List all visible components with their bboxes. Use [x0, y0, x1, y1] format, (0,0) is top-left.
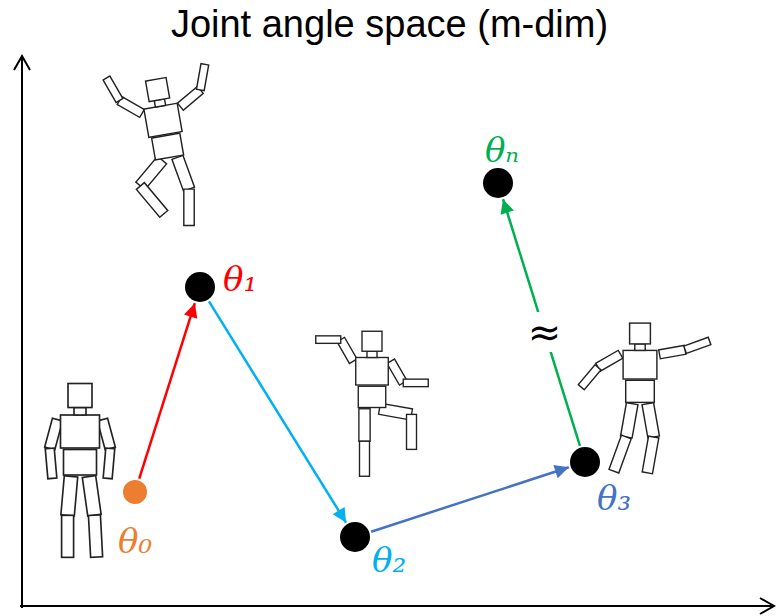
transition-arrow — [503, 199, 580, 446]
robot-figure — [313, 324, 432, 476]
axes — [14, 56, 774, 614]
point-dot — [185, 272, 215, 302]
state-point: θ₂ — [340, 522, 370, 552]
point-dot — [185, 272, 215, 302]
point-dot — [570, 447, 600, 477]
point-dot — [340, 522, 370, 552]
point-dot — [483, 168, 513, 198]
state-point: θ₃ — [570, 447, 600, 477]
point-dot — [340, 522, 370, 552]
transition-arrow — [139, 303, 195, 478]
robot-figure — [93, 55, 245, 240]
x-axis — [20, 605, 774, 607]
state-label: θₙ — [485, 133, 519, 167]
point-dot — [483, 168, 513, 198]
state-label: θ₀ — [118, 524, 152, 558]
state-label: θ₂ — [372, 543, 406, 577]
axis-arrowhead — [760, 598, 774, 614]
point-dot — [123, 480, 147, 504]
transition-arrow — [209, 301, 346, 522]
transition-arrow — [371, 467, 569, 531]
robot-figure — [37, 384, 123, 559]
diagram-title: Joint angle space (m-dim) — [0, 2, 779, 48]
point-dot — [123, 480, 147, 504]
state-label: θ₃ — [597, 481, 631, 515]
axis-arrowhead — [14, 56, 30, 70]
state-point: θₙ — [483, 168, 513, 198]
y-axis — [21, 56, 23, 608]
break-mark: ≈ — [526, 312, 564, 352]
state-point: θ₀ — [123, 480, 147, 504]
state-label: θ₁ — [223, 262, 257, 296]
state-point: θ₁ — [185, 272, 215, 302]
point-dot — [570, 447, 600, 477]
